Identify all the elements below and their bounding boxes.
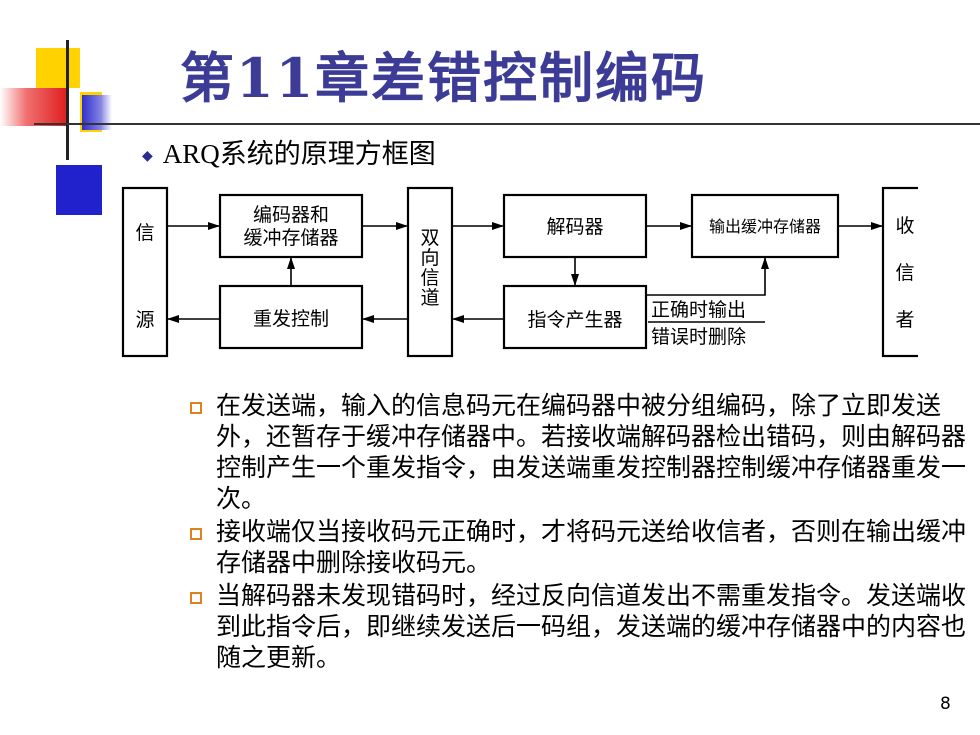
encoder-label-1: 编码器和 [253,204,329,226]
decor-yellow-square [36,48,80,88]
arrow-instruction-output [646,257,769,296]
list-item: 当解码器未发现错码时，经过反向信道发出不需重发指令。发送端收到此指令后，即继续发… [186,580,966,673]
square-bullet-icon [190,592,202,604]
source-label-top: 信 [135,222,154,244]
square-bullet-icon [190,528,202,540]
subtitle-text: ARQ系统的原理方框图 [162,139,436,169]
bullet-text: 接收端仅当接收码元正确时，才将码元送给收信者，否则在输出缓冲存储器中删除接收码元… [216,517,967,577]
page-title: 第11章差错控制编码 [180,46,708,110]
page-number: 8 [940,694,951,714]
receiver-char-2: 信 [895,262,914,284]
bullet-text: 在发送端，输入的信息码元在编码器中被分组编码，除了立即发送外，还暂存于缓冲存储器… [216,391,967,513]
channel-char-3: 信 [420,267,439,289]
channel-char-1: 双 [420,227,439,249]
receiver-char-1: 收 [895,215,914,237]
channel-char-4: 道 [420,287,439,309]
arq-block-diagram: 信 源 编码器和 缓冲存储器 重发控制 双 向 信 道 解码器 指令产生器 输出… [121,186,918,358]
decor-red-bar [0,88,66,126]
title-underline [34,123,980,125]
list-item: 在发送端，输入的信息码元在编码器中被分组编码，除了立即发送外，还暂存于缓冲存储器… [186,390,966,514]
encoder-label-2: 缓冲存储器 [243,227,338,249]
receiver-box [881,186,918,358]
square-bullet-icon [190,402,202,414]
bullet-text: 当解码器未发现错码时，经过反向信道发出不需重发指令。发送端收到此指令后，即继续发… [216,581,967,672]
output-buffer-label: 输出缓冲存储器 [709,217,821,236]
channel-char-2: 向 [420,247,439,269]
source-box [121,186,169,358]
note-error: 错误时删除 [651,326,746,348]
subtitle: ◆ ARQ系统的原理方框图 [142,134,436,177]
source-label-bottom: 源 [135,309,154,331]
decor-blue-square [56,165,102,215]
bullet-list: 在发送端，输入的信息码元在编码器中被分组编码，除了立即发送外，还暂存于缓冲存储器… [186,390,966,675]
instruction-box [502,284,648,350]
note-correct: 正确时输出 [651,299,746,321]
diamond-bullet-icon: ◆ [142,148,153,164]
decor-vertical-line [66,40,69,160]
decoder-label: 解码器 [546,216,603,238]
receiver-char-3: 者 [895,309,914,331]
retransmit-label: 重发控制 [253,308,329,330]
instruction-label: 指令产生器 [527,309,622,331]
channel-box [406,186,454,358]
list-item: 接收端仅当接收码元正确时，才将码元送给收信者，否则在输出缓冲存储器中删除接收码元… [186,516,966,578]
